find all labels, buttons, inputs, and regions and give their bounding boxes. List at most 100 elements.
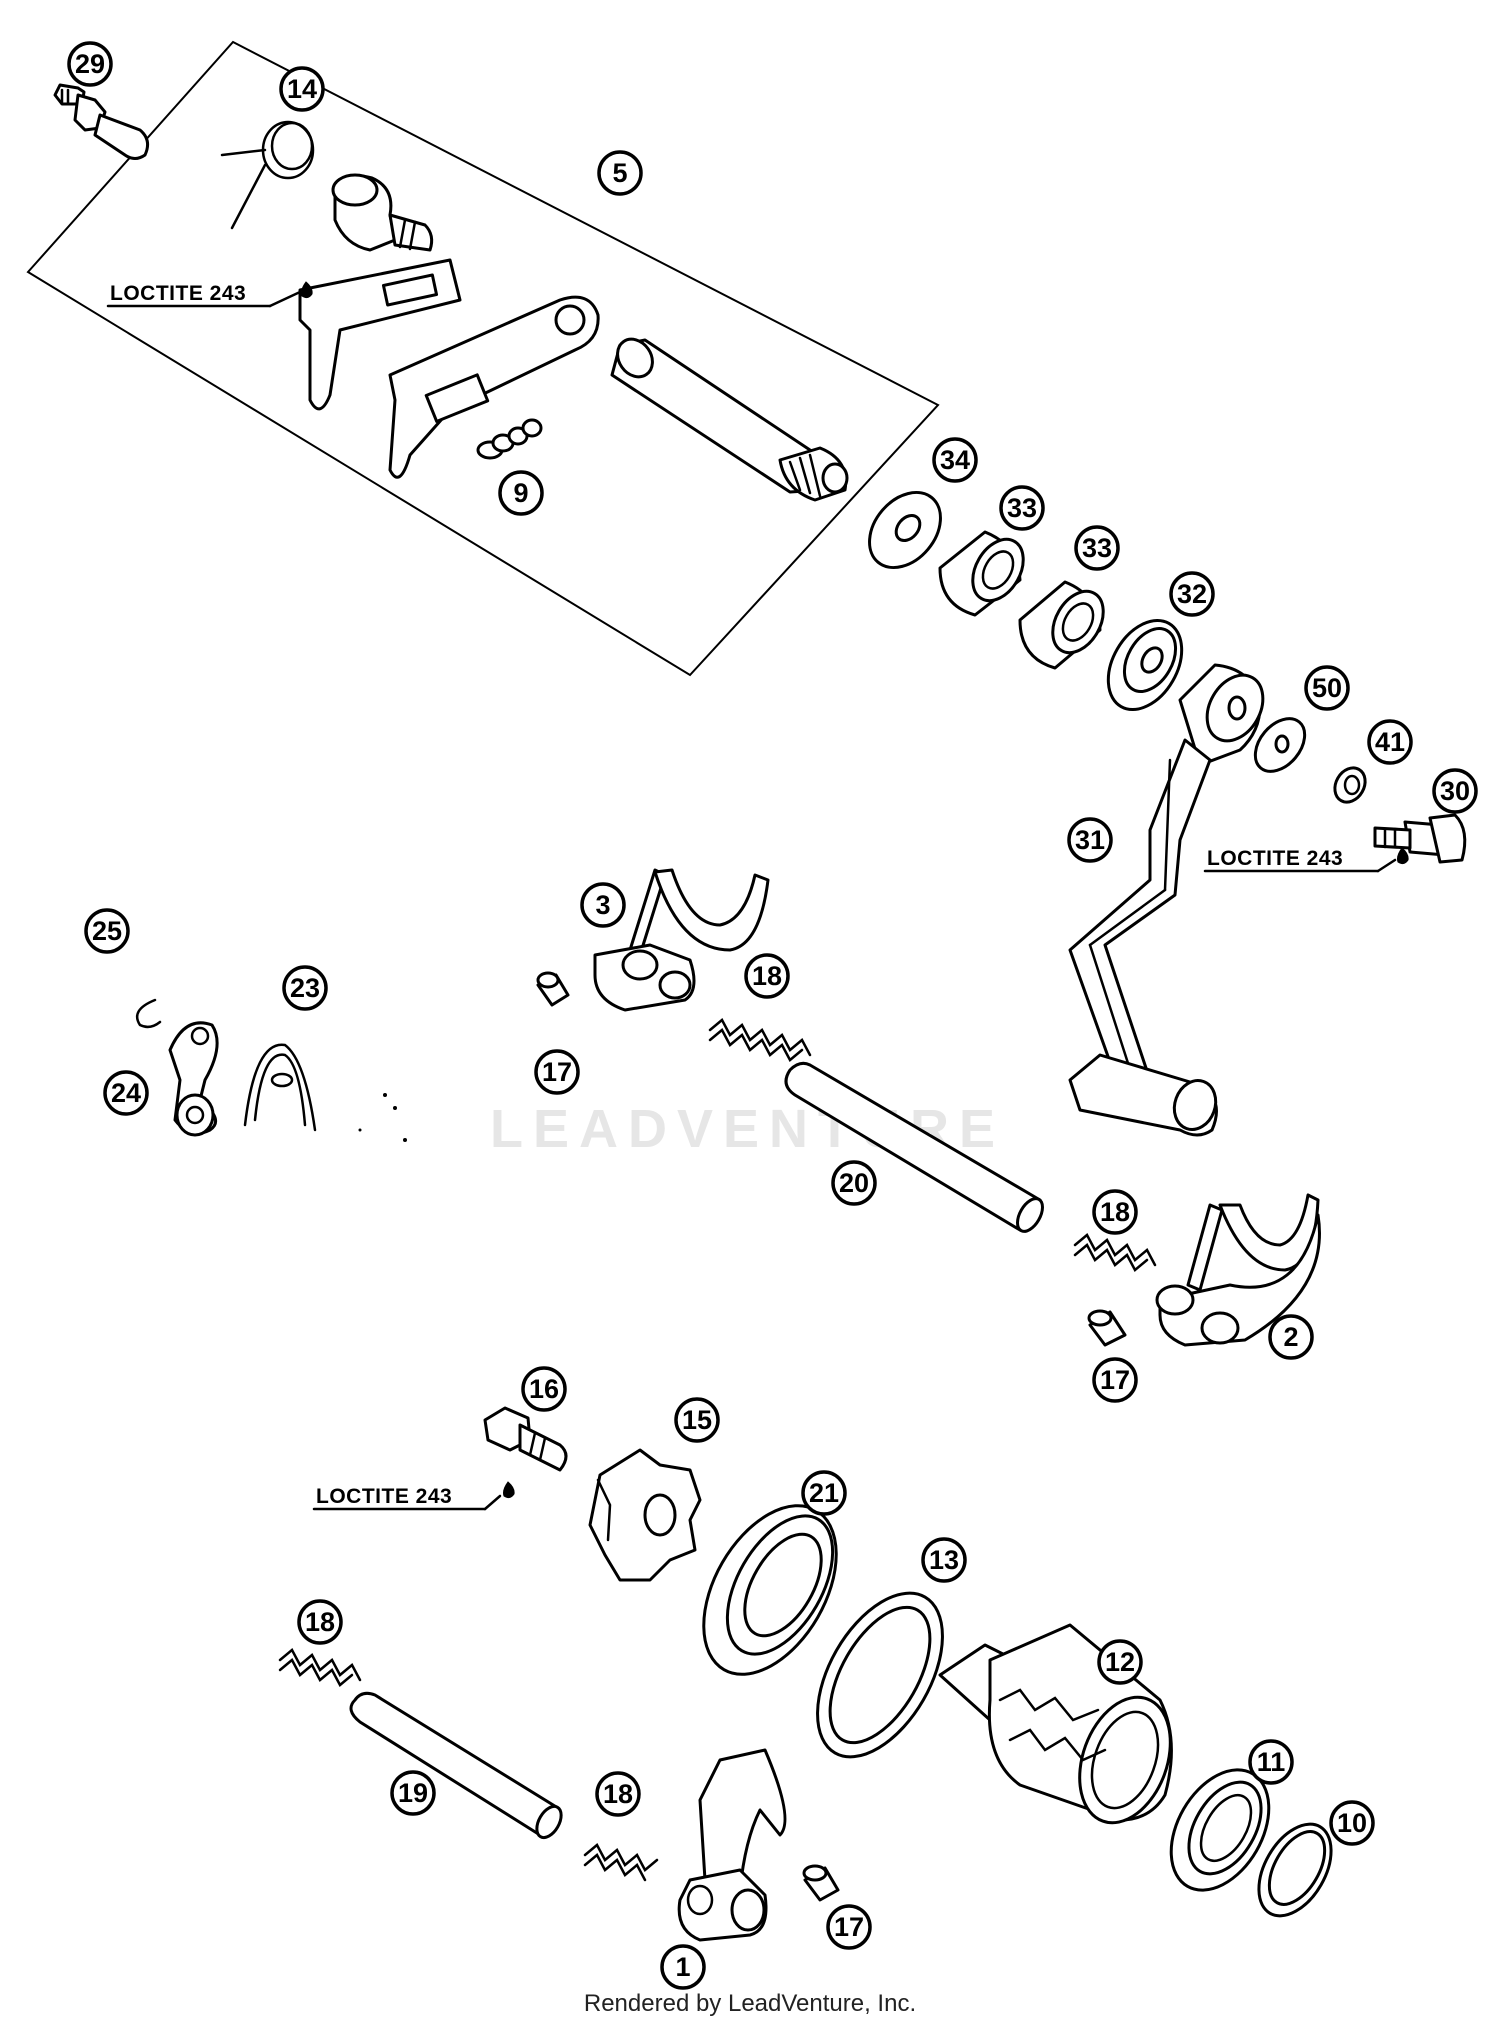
callout-20: 20 xyxy=(831,1160,877,1206)
callout-30: 30 xyxy=(1432,768,1478,814)
callout-21: 21 xyxy=(801,1470,847,1516)
part-41-lock-washer xyxy=(1333,766,1367,804)
part-17-pin-b xyxy=(1087,1309,1127,1347)
callout-14: 14 xyxy=(279,66,325,112)
part-18-spring-a xyxy=(708,1018,812,1062)
callout-32: 32 xyxy=(1169,571,1215,617)
part-1-shift-fork xyxy=(677,1748,787,1942)
assembly-box-5 xyxy=(26,40,940,677)
svg-text:LOCTITE 243: LOCTITE 243 xyxy=(1207,847,1343,870)
part-12-shift-drum xyxy=(938,1623,1173,1825)
callout-11: 11 xyxy=(1248,1739,1294,1785)
part-18-spring-b xyxy=(1073,1233,1157,1272)
svg-text:21: 21 xyxy=(809,1478,839,1508)
svg-text:LOCTITE 243: LOCTITE 243 xyxy=(316,1485,452,1508)
callout-16: 16 xyxy=(521,1366,567,1412)
part-33-bushing-a xyxy=(938,530,1025,617)
svg-text:18: 18 xyxy=(305,1607,335,1637)
part-18-spring-c xyxy=(278,1648,362,1687)
svg-text:17: 17 xyxy=(1100,1365,1130,1395)
callout-19: 19 xyxy=(390,1770,436,1816)
callout-3: 3 xyxy=(580,882,626,928)
callout-33-b: 33 xyxy=(1074,525,1120,571)
footer-credit: Rendered by LeadVenture, Inc. xyxy=(583,1990,917,2017)
part-10-washer xyxy=(1257,1822,1333,1918)
callout-31: 31 xyxy=(1067,817,1113,863)
part-9-washers xyxy=(476,418,543,460)
callout-18-c: 18 xyxy=(297,1599,343,1645)
part-13-ring xyxy=(816,1591,944,1759)
part-2-shift-fork xyxy=(1155,1193,1321,1347)
part-20-rod xyxy=(784,1061,1044,1233)
svg-text:3: 3 xyxy=(595,890,610,920)
part-21-bearing xyxy=(702,1504,838,1676)
part-5-detent-bolt xyxy=(331,173,434,252)
svg-text:50: 50 xyxy=(1312,673,1342,703)
svg-text:16: 16 xyxy=(529,1374,559,1404)
loctite-note-3: LOCTITE 243 xyxy=(312,1481,515,1511)
loctite-note-2: LOCTITE 243 xyxy=(1203,847,1409,873)
callout-17-a: 17 xyxy=(534,1049,580,1095)
callout-24: 24 xyxy=(103,1070,149,1116)
callout-18-a: 18 xyxy=(744,953,790,999)
callout-29: 29 xyxy=(67,41,113,87)
part-23-spring xyxy=(243,1043,317,1132)
part-29-bolt xyxy=(53,83,150,160)
svg-text:12: 12 xyxy=(1105,1647,1135,1677)
callout-12: 12 xyxy=(1097,1639,1143,1685)
svg-text:LOCTITE 243: LOCTITE 243 xyxy=(110,282,246,305)
part-3-shift-fork xyxy=(593,868,770,1012)
callout-18-b: 18 xyxy=(1092,1189,1138,1235)
part-34-washer xyxy=(868,490,942,570)
callout-15: 15 xyxy=(674,1397,720,1443)
svg-text:41: 41 xyxy=(1375,727,1405,757)
svg-text:5: 5 xyxy=(612,158,627,188)
svg-text:25: 25 xyxy=(92,916,122,946)
part-31-kickstart-lever xyxy=(1068,663,1265,1137)
part-33-bushing-b xyxy=(1018,580,1105,670)
svg-text:17: 17 xyxy=(834,1912,864,1942)
svg-text:29: 29 xyxy=(75,49,105,79)
callout-13: 13 xyxy=(921,1537,967,1583)
svg-text:24: 24 xyxy=(111,1078,141,1108)
part-30-bolt xyxy=(1373,813,1467,864)
callout-18-d: 18 xyxy=(595,1771,641,1817)
svg-text:13: 13 xyxy=(929,1545,959,1575)
svg-text:20: 20 xyxy=(839,1168,869,1198)
svg-text:10: 10 xyxy=(1337,1808,1367,1838)
callout-41: 41 xyxy=(1367,719,1413,765)
svg-text:18: 18 xyxy=(752,961,782,991)
svg-text:33: 33 xyxy=(1007,493,1037,523)
svg-text:9: 9 xyxy=(513,478,528,508)
svg-text:23: 23 xyxy=(290,973,320,1003)
svg-text:1: 1 xyxy=(675,1952,690,1982)
loctite-note-1: LOCTITE 243 xyxy=(106,281,313,308)
part-50-washer xyxy=(1253,717,1307,773)
part-5-lever-plate xyxy=(298,258,462,411)
callout-25: 25 xyxy=(84,908,130,954)
callout-5: 5 xyxy=(597,150,643,196)
part-5-shaft xyxy=(610,337,849,502)
debris-dots xyxy=(358,1093,407,1142)
svg-text:2: 2 xyxy=(1283,1322,1298,1352)
svg-text:15: 15 xyxy=(682,1405,712,1435)
svg-text:19: 19 xyxy=(398,1778,428,1808)
callout-9: 9 xyxy=(498,470,544,516)
part-5-shift-lever xyxy=(388,295,600,479)
svg-text:30: 30 xyxy=(1440,776,1470,806)
part-19-rod xyxy=(349,1691,563,1840)
callout-1: 1 xyxy=(660,1944,706,1990)
svg-text:11: 11 xyxy=(1257,1747,1286,1777)
svg-text:18: 18 xyxy=(1100,1197,1130,1227)
callout-23: 23 xyxy=(282,965,328,1011)
part-17-pin-c xyxy=(802,1864,840,1902)
callout-33-a: 33 xyxy=(999,485,1045,531)
part-16-bolt xyxy=(483,1406,568,1472)
part-17-pin-a xyxy=(536,971,570,1007)
svg-text:17: 17 xyxy=(542,1057,572,1087)
svg-text:33: 33 xyxy=(1082,533,1112,563)
svg-text:32: 32 xyxy=(1177,579,1207,609)
callout-10: 10 xyxy=(1329,1800,1375,1846)
svg-text:31: 31 xyxy=(1075,825,1105,855)
